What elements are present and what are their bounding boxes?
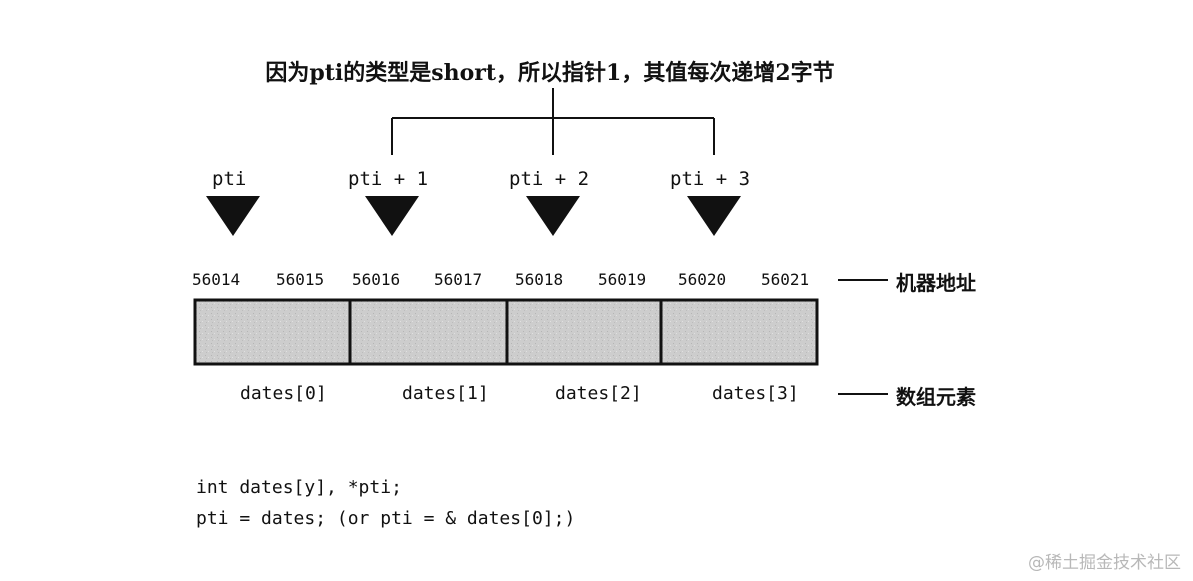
pointer-label-1: pti + 1 [348,168,429,190]
array-cells [193,298,819,366]
array-cell-0 [193,298,352,366]
pointer-arrow-0 [206,196,260,236]
pointer-label-0: pti [212,168,247,190]
array-cell-2 [505,298,663,366]
address-5: 56019 [598,270,647,289]
array-element-1: dates[1] [402,383,489,404]
address-1: 56015 [276,270,325,289]
address-7: 56021 [761,270,810,289]
code-line-2: pti = dates; (or pti = & dates[0];) [196,508,576,529]
array-cell-3 [659,298,819,366]
watermark: @稀土掘金技术社区 [1028,553,1181,573]
address-6: 56020 [678,270,727,289]
array-element-0: dates[0] [240,383,327,404]
pointer-label-3: pti + 3 [670,168,751,190]
pointer-arrow-3 [687,196,741,236]
array-element-3: dates[3] [712,383,799,404]
address-label: 机器地址 [896,271,976,295]
address-4: 56018 [515,270,564,289]
bracket [391,88,715,155]
pointer-arrow-2 [526,196,580,236]
pointer-label-2: pti + 2 [509,168,590,190]
address-2: 56016 [352,270,401,289]
address-0: 56014 [192,270,241,289]
pointer-arrow-1 [365,196,419,236]
array-cell-1 [348,298,509,366]
code-line-1: int dates[y], *pti; [196,477,402,498]
array-element-2: dates[2] [555,383,642,404]
element-label: 数组元素 [896,385,976,409]
address-3: 56017 [434,270,483,289]
diagram-title: 因为pti的类型是short，所以指针1，其值每次递增2字节 [265,60,835,86]
